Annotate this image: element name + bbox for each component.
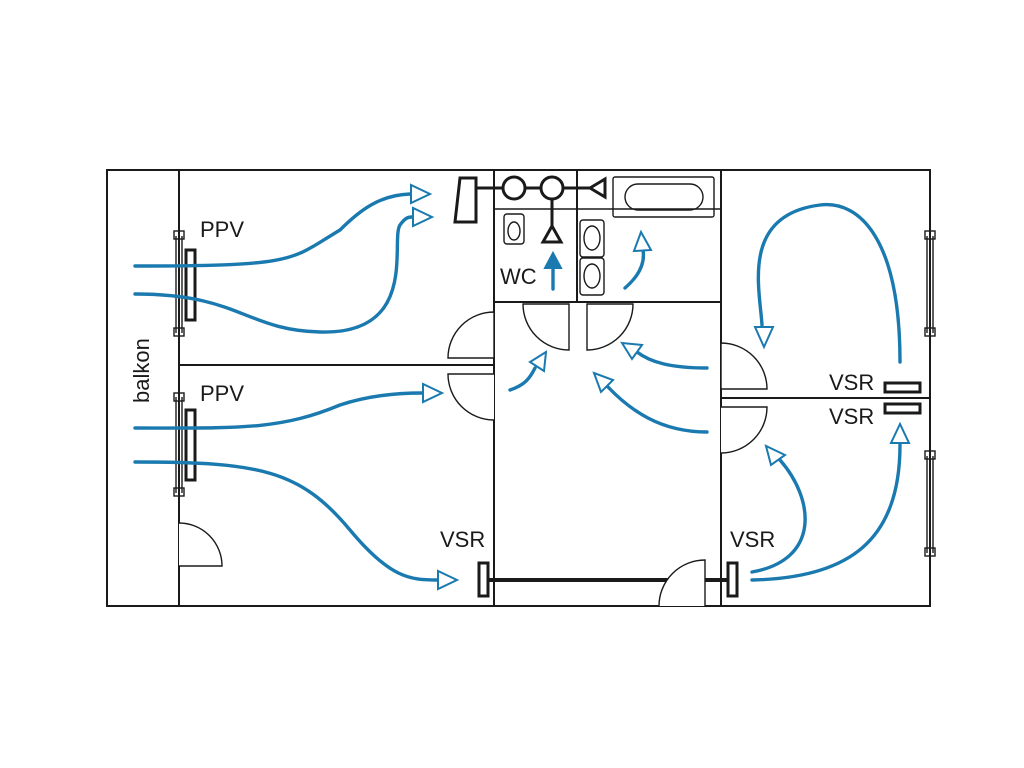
door-bath [586,303,634,351]
vsr-vent-right-top [883,381,922,394]
airflow-arrow [750,458,807,574]
arrowhead-icon [620,341,644,361]
window-right-upper [924,230,936,337]
label-balkon: balkon [129,338,154,403]
door-wc [522,303,570,351]
airflow-arrow [635,350,709,370]
arrowhead-icon [412,206,435,228]
label-vsr-right-top: VSR [829,370,874,395]
sink-icon-upper [579,219,605,258]
sink-icon-lower [579,257,605,296]
arrowhead-icon [764,444,787,467]
vsr-vent-hall-right [726,561,739,598]
windows [173,230,936,557]
label-vsr-right: VSR [730,527,775,552]
vsr-vent-hall-left [477,561,490,598]
arrowhead-icon [422,382,445,404]
bathtub-icon [612,176,715,218]
window-left-upper [173,230,185,337]
vsr-vent-right-mid [883,402,922,415]
door-entrance [658,559,706,607]
airflow-arrow [133,391,424,430]
arrowhead-icon [592,371,615,394]
door-left-lower [447,373,495,421]
label-ppv-bottom: PPV [200,381,244,406]
label-vsr-center: VSR [440,527,485,552]
airflow-arrow [133,192,412,268]
label-wc: WC [500,264,537,289]
window-right-lower [924,450,936,557]
door-balcony [178,522,223,567]
arrowhead-icon [543,250,563,269]
airflow-arrow [606,385,709,434]
arrowhead-icon [889,421,911,444]
arrowhead-icon [632,229,653,253]
toilet-icon [503,213,525,245]
labels: PPV PPV balkon WC VSR VSR VSR VSR [129,217,874,552]
airflow-arrow [756,202,902,364]
ppv-vent-upper [184,248,197,322]
arrowhead-icon [410,183,433,205]
ppv-vent-lower [184,408,197,482]
valve-icon [539,175,565,201]
window-left-lower [173,392,185,497]
label-ppv-top: PPV [200,217,244,242]
airflow-arrow [133,215,414,334]
airflow-arrow [623,248,646,290]
door-left-upper [447,311,495,359]
doors [178,303,768,607]
label-vsr-right-mid: VSR [829,404,874,429]
door-right-upper [720,342,768,390]
pump-icon [501,175,527,201]
bathroom-fixtures [453,175,715,296]
drain-icon [540,222,564,244]
arrowhead-icon [437,569,460,591]
airflow-arrow [508,366,537,392]
outer-wall [106,169,931,607]
arrowhead-icon [753,326,775,350]
airflow-arrow [750,443,902,582]
arrowhead-icon [528,350,548,373]
door-right-lower [720,406,768,454]
airflow-arrow [133,460,439,582]
tap-icon [587,176,607,200]
airflow-arrows [133,183,911,591]
boiler-icon [453,176,478,224]
